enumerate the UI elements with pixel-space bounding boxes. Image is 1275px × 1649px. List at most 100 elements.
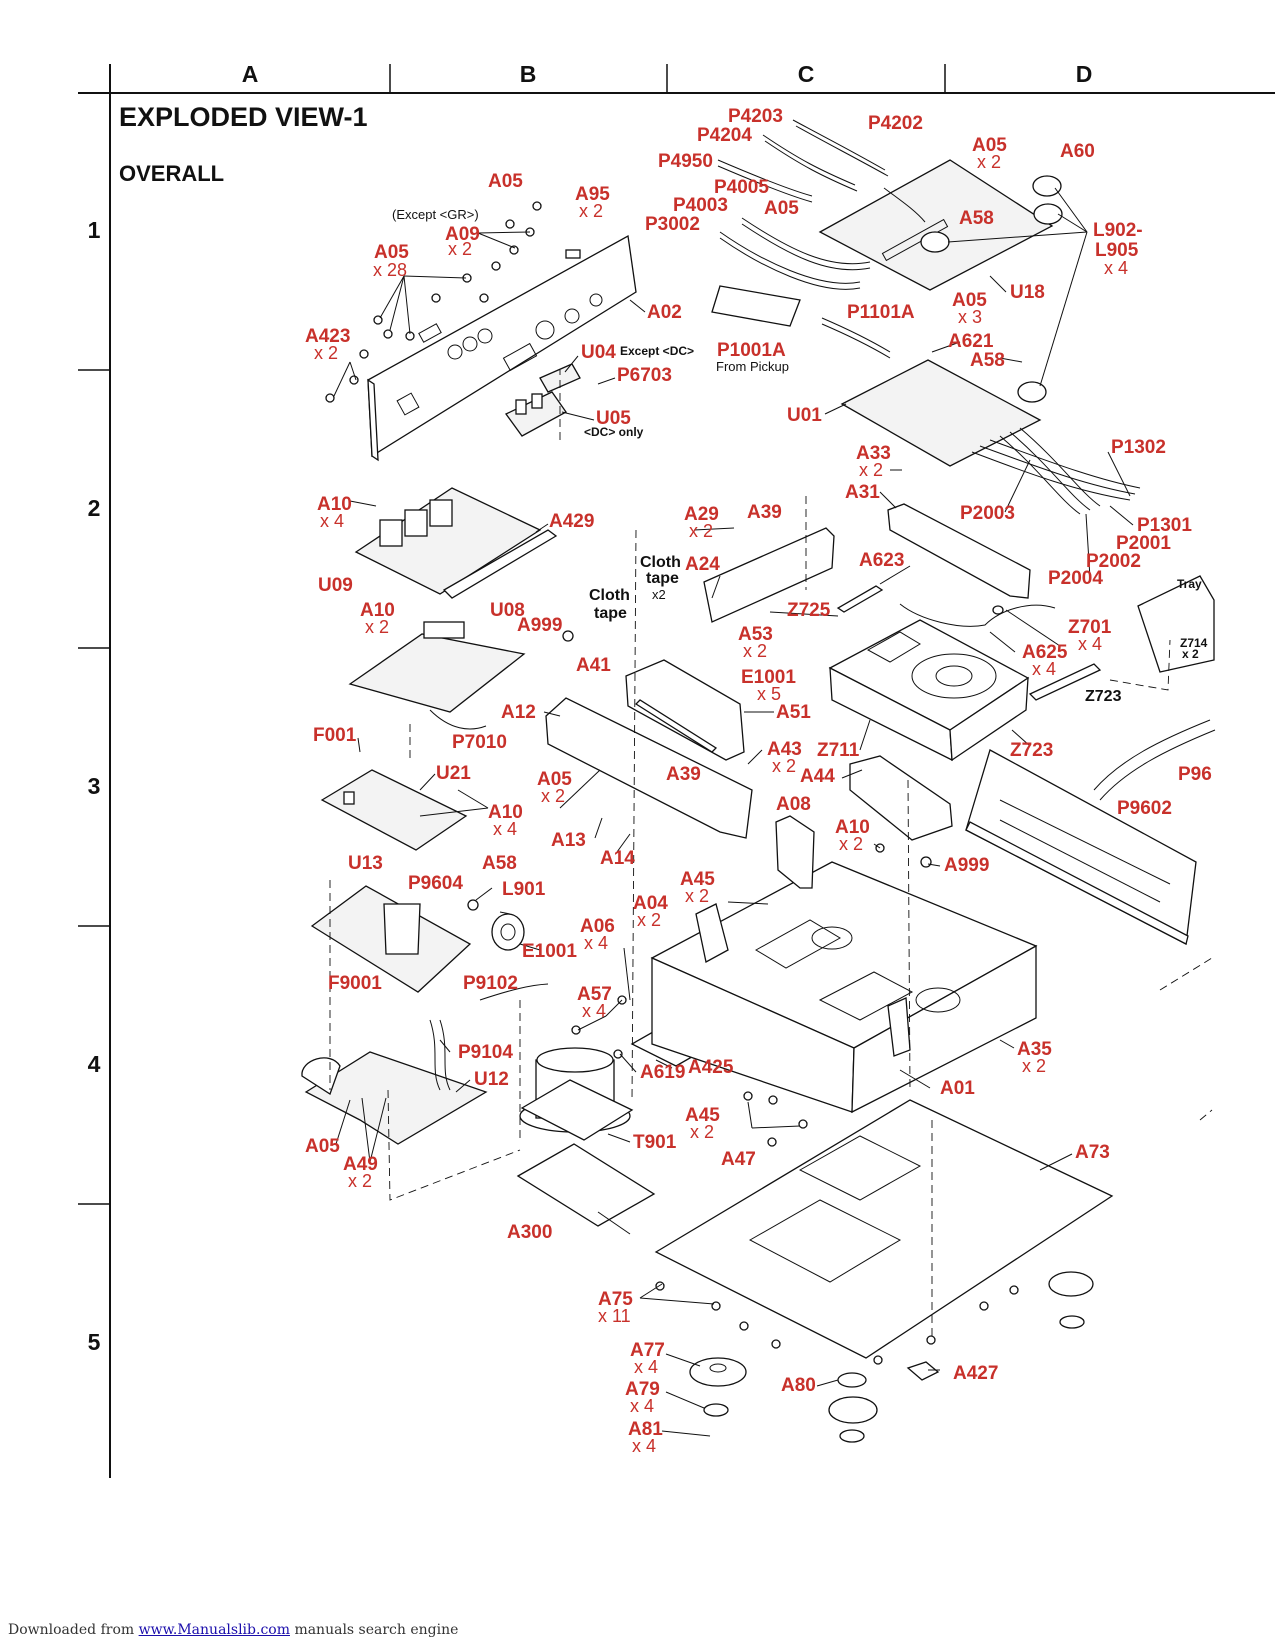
part-label-a41: A41 bbox=[576, 655, 611, 676]
transformer-t901 bbox=[519, 1047, 634, 1141]
board-u09 bbox=[354, 487, 542, 595]
callout-cloth-tape-2: Cloth tape bbox=[589, 587, 630, 622]
part-label-p9604: P9604 bbox=[408, 873, 463, 894]
part-label-z701: Z701 bbox=[1068, 617, 1112, 638]
part-label-a12: A12 bbox=[501, 702, 536, 723]
part-label-a49: A49 bbox=[343, 1154, 378, 1175]
choke-l901 bbox=[491, 913, 525, 951]
quantity-q-a29: x 2 bbox=[689, 521, 713, 541]
board-u12 bbox=[304, 1051, 488, 1145]
part-label-a09: A09 bbox=[445, 224, 480, 245]
board-u04 bbox=[539, 363, 581, 393]
part-label-a427: A427 bbox=[953, 1363, 998, 1384]
part-label-f9001: F9001 bbox=[328, 973, 382, 994]
part-label-a429: A429 bbox=[549, 511, 594, 532]
column-label-b: B bbox=[520, 61, 537, 87]
board-u18 bbox=[818, 159, 1054, 291]
quantity-q-a35: x 2 bbox=[1022, 1056, 1046, 1076]
part-label-a10-a3b: A10 bbox=[488, 802, 523, 823]
part-label-a623: A623 bbox=[859, 550, 904, 571]
quantity-q-a75: x 11 bbox=[598, 1306, 631, 1326]
part-label-a39-c2: A39 bbox=[747, 502, 782, 523]
part-label-a05-b1: A05 bbox=[488, 171, 523, 192]
part-label-u12: U12 bbox=[474, 1069, 509, 1090]
quantity-q-a09: x 2 bbox=[448, 239, 472, 259]
alignment-lines bbox=[329, 370, 1213, 1340]
quantity-q-a05-a1: x 28 bbox=[373, 260, 407, 280]
part-label-p3002: P3002 bbox=[645, 214, 700, 235]
part-label-z725: Z725 bbox=[787, 600, 831, 621]
part-label-z723-b: Z723 bbox=[1010, 740, 1053, 761]
part-label-a81: A81 bbox=[628, 1419, 663, 1440]
quantity-q-a45-c4: x 2 bbox=[685, 886, 709, 906]
part-label-a10-a2: A10 bbox=[317, 494, 352, 515]
quantity-q-a05-b3: x 2 bbox=[541, 786, 565, 806]
part-label-a39-b3: A39 bbox=[666, 764, 701, 785]
part-label-a625: A625 bbox=[1022, 642, 1068, 663]
part-label-a58-a4: A58 bbox=[482, 853, 517, 874]
callout-line: tape bbox=[594, 605, 627, 622]
quantity-q-a57: x 4 bbox=[582, 1001, 606, 1021]
part-label-l901: L901 bbox=[502, 879, 546, 900]
footer: Downloaded from www.Manualslib.com manua… bbox=[8, 1622, 458, 1638]
board-u21 bbox=[320, 769, 468, 851]
part-label-p4204: P4204 bbox=[697, 125, 752, 146]
row-label-4: 4 bbox=[88, 1051, 101, 1077]
quantity-q-a43: x 2 bbox=[772, 756, 796, 776]
strip-a39b bbox=[634, 699, 718, 753]
footer-suffix: manuals search engine bbox=[294, 1622, 459, 1638]
quantity-q-a33: x 2 bbox=[859, 460, 883, 480]
part-label-a01: A01 bbox=[940, 1078, 975, 1099]
part-label-p4202: P4202 bbox=[868, 113, 923, 134]
quantity-q-l905: x 4 bbox=[1104, 258, 1128, 278]
strip-a429 bbox=[442, 529, 558, 599]
footer-link[interactable]: www.Manualslib.com bbox=[138, 1622, 290, 1638]
grid-frame bbox=[78, 64, 1275, 1478]
part-label-a60: A60 bbox=[1060, 141, 1095, 162]
loader-mechanism bbox=[828, 619, 1030, 762]
part-label-a75: A75 bbox=[598, 1289, 633, 1310]
part-label-a58-d1: A58 bbox=[959, 208, 994, 229]
callout-line: tape bbox=[646, 570, 679, 587]
part-label-u13: U13 bbox=[348, 853, 383, 874]
quantity-q-a95: x 2 bbox=[579, 201, 603, 221]
sheet-a300 bbox=[516, 1143, 656, 1227]
note-n-z714q: x 2 bbox=[1182, 647, 1199, 661]
bracket-a35 bbox=[887, 997, 911, 1057]
quantity-q-z701: x 4 bbox=[1078, 634, 1102, 654]
part-label-a300: A300 bbox=[507, 1222, 552, 1243]
part-label-e1001-c3: E1001 bbox=[741, 667, 796, 688]
part-label-e1001-b4: E1001 bbox=[522, 941, 577, 962]
quantity-q-a79: x 4 bbox=[630, 1396, 654, 1416]
part-label-p4003: P4003 bbox=[673, 195, 728, 216]
bracket-a31 bbox=[887, 503, 1031, 599]
quantity-q-e1001-c3: x 5 bbox=[757, 684, 781, 704]
flat-cable-p1001a bbox=[711, 285, 801, 327]
part-label-a80: A80 bbox=[781, 1375, 816, 1396]
column-label-a: A bbox=[242, 61, 259, 87]
rear-panel-a02 bbox=[367, 234, 637, 462]
callout-z723: Z723 bbox=[1085, 688, 1122, 705]
quantity-q-a10-a2: x 4 bbox=[320, 511, 344, 531]
column-label-c: C bbox=[798, 61, 815, 87]
part-label-a621: A621 bbox=[948, 331, 994, 352]
quantity-q-a77: x 4 bbox=[634, 1357, 658, 1377]
callout-cloth-tape-1: Cloth tape x2 bbox=[640, 554, 681, 602]
part-label-a57: A57 bbox=[577, 984, 612, 1005]
bracket-a51 bbox=[625, 659, 745, 761]
part-label-a999-c4: A999 bbox=[944, 855, 989, 876]
quantity-q-a53: x 2 bbox=[743, 641, 767, 661]
part-label-a73: A73 bbox=[1075, 1142, 1110, 1163]
callout-line: x2 bbox=[652, 587, 666, 602]
part-label-p1301: P1301 bbox=[1137, 515, 1192, 536]
part-label-u05: U05 bbox=[596, 408, 631, 429]
part-label-a05-d1: A05 bbox=[972, 135, 1007, 156]
strip-z723 bbox=[1028, 663, 1102, 701]
part-label-a04: A04 bbox=[633, 893, 668, 914]
part-label-a24: A24 bbox=[685, 554, 720, 575]
page-subtitle: OVERALL bbox=[119, 161, 224, 186]
part-label-a79: A79 bbox=[625, 1379, 660, 1400]
part-label-p1302: P1302 bbox=[1111, 437, 1166, 458]
